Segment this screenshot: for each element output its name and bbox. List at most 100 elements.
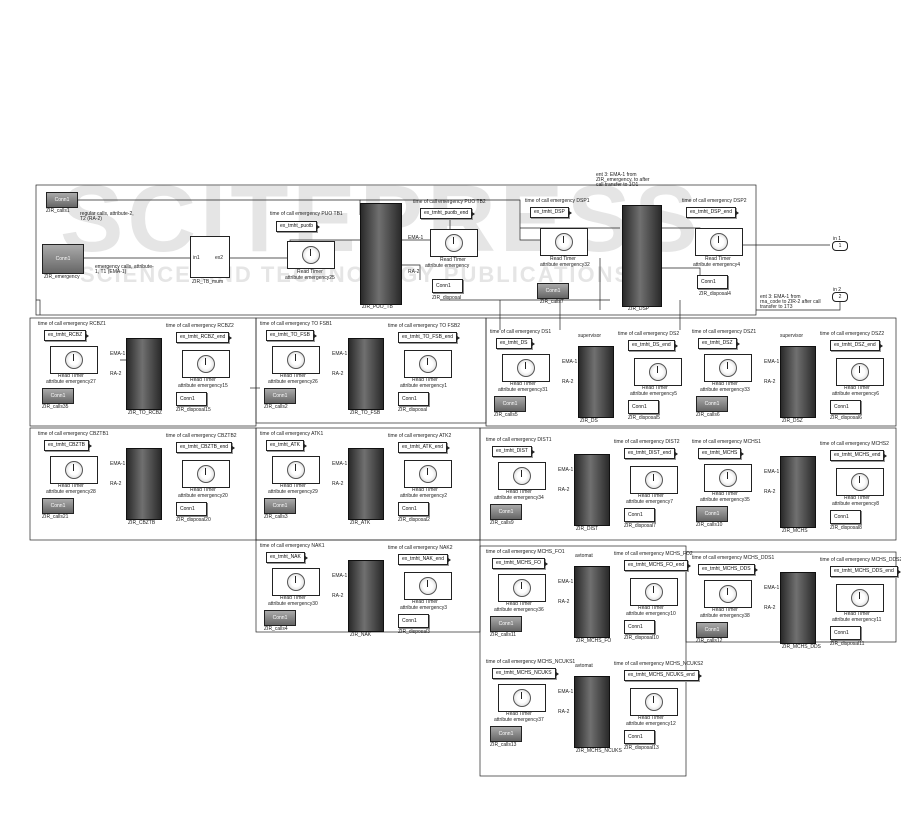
read-timer-ds-end[interactable] <box>634 358 682 386</box>
display-dsp-end[interactable]: ex_tmht_DSP_end <box>686 207 739 218</box>
display-rcbz[interactable]: ex_tmht_RCBZ <box>44 330 90 341</box>
entity-combiner-block[interactable] <box>190 236 230 278</box>
read-timer-ncuks[interactable] <box>498 684 546 712</box>
sink-block-mchsdds[interactable]: Conn1 <box>830 626 861 640</box>
read-timer-mchsdds[interactable] <box>704 580 752 608</box>
display-nak-end[interactable]: ex_tmht_NAK_end <box>398 554 451 565</box>
read-timer-atk-end[interactable] <box>404 460 452 488</box>
server-block-ds[interactable] <box>578 346 614 418</box>
read-timer-puo[interactable] <box>287 241 335 269</box>
sink-block-ncuks[interactable]: Conn1 <box>624 730 655 744</box>
display-puo-tb-end[interactable]: ex_tmht_puotb_end <box>420 208 476 219</box>
display-cbztb[interactable]: ex_tmht_CBZTB <box>44 440 92 451</box>
display-ds[interactable]: ex_tmht_DS <box>496 338 534 349</box>
server-block-nak[interactable] <box>348 560 384 632</box>
display-ds-end[interactable]: ex_tmht_DS_end <box>628 340 678 351</box>
source-block-dsz[interactable]: Conn1 <box>696 396 728 412</box>
server-block-mchsfo[interactable] <box>574 566 610 638</box>
display-mchs-end[interactable]: ex_tmht_MCHS_end <box>830 450 888 461</box>
display-puo-tb[interactable]: ex_tmht_puotb <box>276 221 321 232</box>
display-atk-end[interactable]: ex_tmht_ATK_end <box>398 442 451 453</box>
display-atk[interactable]: ex_tmht_ATK <box>266 440 307 451</box>
display-fsb-end[interactable]: ex_tmht_TO_FSB_end <box>398 332 461 343</box>
read-timer-cbztb[interactable] <box>50 456 98 484</box>
display-rcbz-end[interactable]: ex_tmht_RCBZ_end <box>176 332 233 343</box>
read-timer-mchsdds-end[interactable] <box>836 584 884 612</box>
source-block-mchsdds[interactable]: Conn1 <box>696 622 728 638</box>
source-block-fsb[interactable]: Conn1 <box>264 388 296 404</box>
read-timer-fsb[interactable] <box>272 346 320 374</box>
display-dsz[interactable]: ex_tmht_DSZ <box>698 338 740 349</box>
display-cbztb-end[interactable]: ex_tmht_CBZTB_end <box>176 442 236 453</box>
source-block-calls1[interactable]: Conn1 <box>46 192 78 208</box>
sink-block-mchs[interactable]: Conn1 <box>830 510 861 524</box>
read-timer-puo-end[interactable] <box>430 229 478 257</box>
display-ncuks[interactable]: ex_tmht_MCHS_NCUKS <box>492 668 559 679</box>
sink-block-atk[interactable]: Conn1 <box>398 502 429 516</box>
server-block-dsp[interactable] <box>622 205 662 307</box>
display-ncuks-end[interactable]: ex_tmht_MCHS_NCUKS_end <box>624 670 702 681</box>
display-mchsfo[interactable]: ex_tmht_MCHS_FO <box>492 558 549 569</box>
sink-block-nak[interactable]: Conn1 <box>398 614 429 628</box>
sink-block-dsz[interactable]: Conn1 <box>830 400 861 414</box>
read-timer-mchs-end[interactable] <box>836 468 884 496</box>
sink-block-dsp[interactable]: Conn1 <box>697 275 728 289</box>
read-timer-nak-end[interactable] <box>404 572 452 600</box>
read-timer-mchs[interactable] <box>704 464 752 492</box>
source-block-atk[interactable]: Conn1 <box>264 498 296 514</box>
read-timer-atk[interactable] <box>272 456 320 484</box>
display-fsb[interactable]: ex_tmht_TO_FSB <box>266 330 317 341</box>
display-mchsfo-end[interactable]: ex_tmht_MCHS_FO_end <box>624 560 692 571</box>
source-block-nak[interactable]: Conn1 <box>264 610 296 626</box>
read-timer-dsp[interactable] <box>540 228 588 256</box>
sink-block-mchsfo[interactable]: Conn1 <box>624 620 655 634</box>
display-dist-end[interactable]: ex_tmht_DIST_end <box>624 448 679 459</box>
source-block-rcbz[interactable]: Conn1 <box>42 388 74 404</box>
display-mchsdds-end[interactable]: ex_tmht_MCHS_DDS_end <box>830 566 901 577</box>
source-block-mchs[interactable]: Conn1 <box>696 506 728 522</box>
out-port-1[interactable]: 1 <box>832 241 848 251</box>
sink-block-fsb[interactable]: Conn1 <box>398 392 429 406</box>
sink-block-dist[interactable]: Conn1 <box>624 508 655 522</box>
sink-block-puo[interactable]: Conn1 <box>432 279 463 293</box>
read-timer-mchsfo-end[interactable] <box>630 578 678 606</box>
read-timer-dsz-end[interactable] <box>836 358 884 386</box>
source-block-mchsfo[interactable]: Conn1 <box>490 616 522 632</box>
server-block-cbztb[interactable] <box>126 448 162 520</box>
read-timer-cbztb-end[interactable] <box>182 460 230 488</box>
server-block-rcbz[interactable] <box>126 338 162 410</box>
read-timer-nak[interactable] <box>272 568 320 596</box>
sink-block-rcbz[interactable]: Conn1 <box>176 392 207 406</box>
sink-block-cbztb[interactable]: Conn1 <box>176 502 207 516</box>
read-timer-dist-end[interactable] <box>630 466 678 494</box>
read-timer-ds[interactable] <box>502 354 550 382</box>
server-block-dist[interactable] <box>574 454 610 526</box>
server-block-mchsdds[interactable] <box>780 572 816 644</box>
display-nak[interactable]: ex_tmht_NAK <box>266 552 308 563</box>
source-block-ncuks[interactable]: Conn1 <box>490 726 522 742</box>
server-block-dsz[interactable] <box>780 346 816 418</box>
display-mchs[interactable]: ex_tmht_MCHS <box>698 448 745 459</box>
display-dsz-end[interactable]: ex_tmht_DSZ_end <box>830 340 883 351</box>
server-block-atk[interactable] <box>348 448 384 520</box>
read-timer-fsb-end[interactable] <box>404 350 452 378</box>
server-block-ncuks[interactable] <box>574 676 610 748</box>
source-block-dist[interactable]: Conn1 <box>490 504 522 520</box>
display-dsp[interactable]: ex_tmht_DSP <box>530 207 572 218</box>
source-block-ds[interactable]: Conn1 <box>494 396 526 412</box>
read-timer-dsz[interactable] <box>704 354 752 382</box>
source-block-emergency[interactable]: Conn1 <box>42 244 84 274</box>
read-timer-rcbz[interactable] <box>50 346 98 374</box>
read-timer-dist[interactable] <box>498 462 546 490</box>
read-timer-rcbz-end[interactable] <box>182 350 230 378</box>
sink-block-ds[interactable]: Conn1 <box>628 400 659 414</box>
server-block-puo[interactable] <box>360 203 402 305</box>
source-block-cbztb[interactable]: Conn1 <box>42 498 74 514</box>
server-block-fsb[interactable] <box>348 338 384 410</box>
read-timer-mchsfo[interactable] <box>498 574 546 602</box>
read-timer-dsp-end[interactable] <box>695 228 743 256</box>
out-port-2[interactable]: 2 <box>832 292 848 302</box>
source-block-dsp[interactable]: Conn1 <box>537 283 569 299</box>
read-timer-ncuks-end[interactable] <box>630 688 678 716</box>
server-block-mchs[interactable] <box>780 456 816 528</box>
